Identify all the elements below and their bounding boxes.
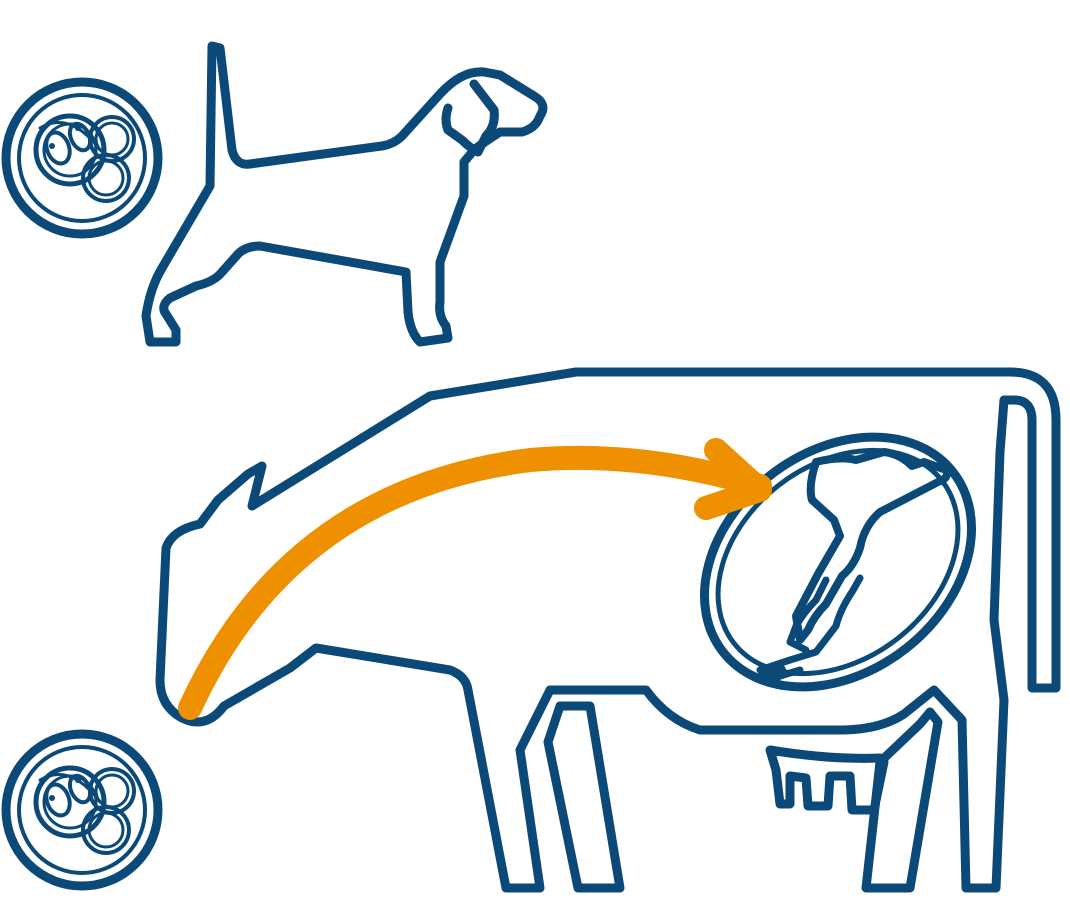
oocyst-icon-bottom [6, 734, 158, 886]
fetus-icon [655, 385, 1021, 738]
oocyst-icon-top [6, 82, 158, 234]
dog-icon [146, 46, 543, 342]
